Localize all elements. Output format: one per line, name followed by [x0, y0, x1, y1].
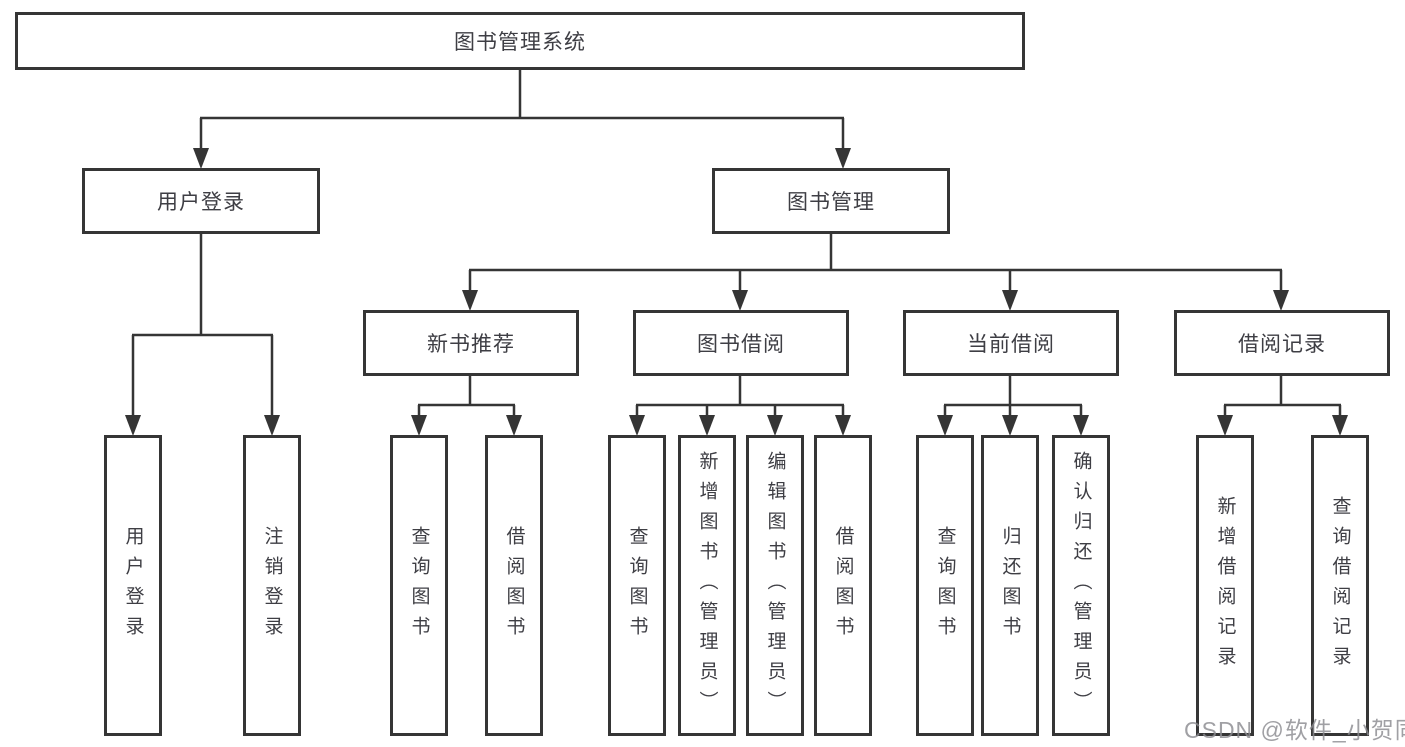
node-book-management: 图书管理 [712, 168, 950, 234]
node-current-borrow: 当前借阅 [903, 310, 1119, 376]
csdn-watermark: CSDN @软件_小贺同学 [1184, 717, 1405, 743]
leaf-query-books-borrow: 查询图书 [608, 435, 666, 736]
leaf-user-login: 用户登录 [104, 435, 162, 736]
leaf-query-books-current: 查询图书 [916, 435, 974, 736]
leaf-logout: 注销登录 [243, 435, 301, 736]
leaf-borrow-books-recommend: 借阅图书 [485, 435, 543, 736]
node-book-borrow: 图书借阅 [633, 310, 849, 376]
node-user-login: 用户登录 [82, 168, 320, 234]
leaf-borrow-books: 借阅图书 [814, 435, 872, 736]
leaf-query-borrow-record: 查询借阅记录 [1311, 435, 1369, 736]
node-borrow-records: 借阅记录 [1174, 310, 1390, 376]
leaf-confirm-return-admin: 确认归还（管理员） [1052, 435, 1110, 736]
node-new-book-recommend: 新书推荐 [363, 310, 579, 376]
leaf-edit-book-admin: 编辑图书（管理员） [746, 435, 804, 736]
leaf-query-books-recommend: 查询图书 [390, 435, 448, 736]
leaf-add-book-admin: 新增图书（管理员） [678, 435, 736, 736]
node-library-management-system: 图书管理系统 [15, 12, 1025, 70]
leaf-add-borrow-record: 新增借阅记录 [1196, 435, 1254, 736]
leaf-return-book: 归还图书 [981, 435, 1039, 736]
